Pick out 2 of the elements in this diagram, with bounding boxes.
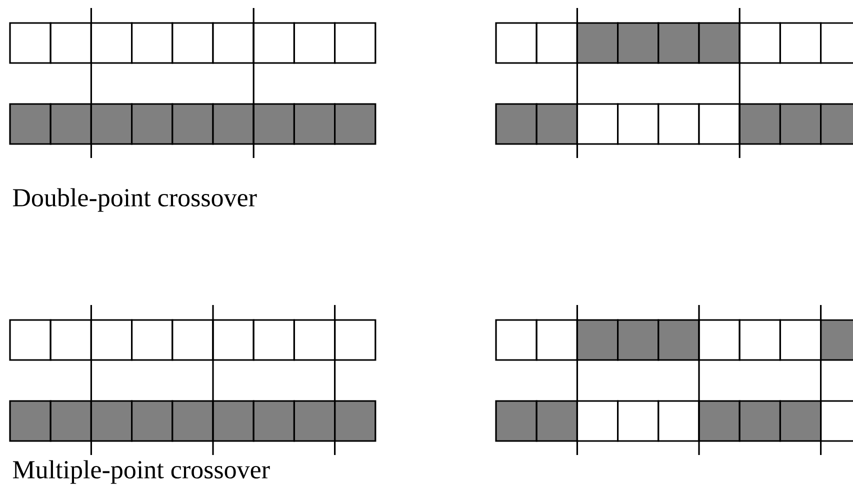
caption: Multiple-point crossover xyxy=(12,460,270,484)
caption: Double-point crossover xyxy=(12,188,257,212)
